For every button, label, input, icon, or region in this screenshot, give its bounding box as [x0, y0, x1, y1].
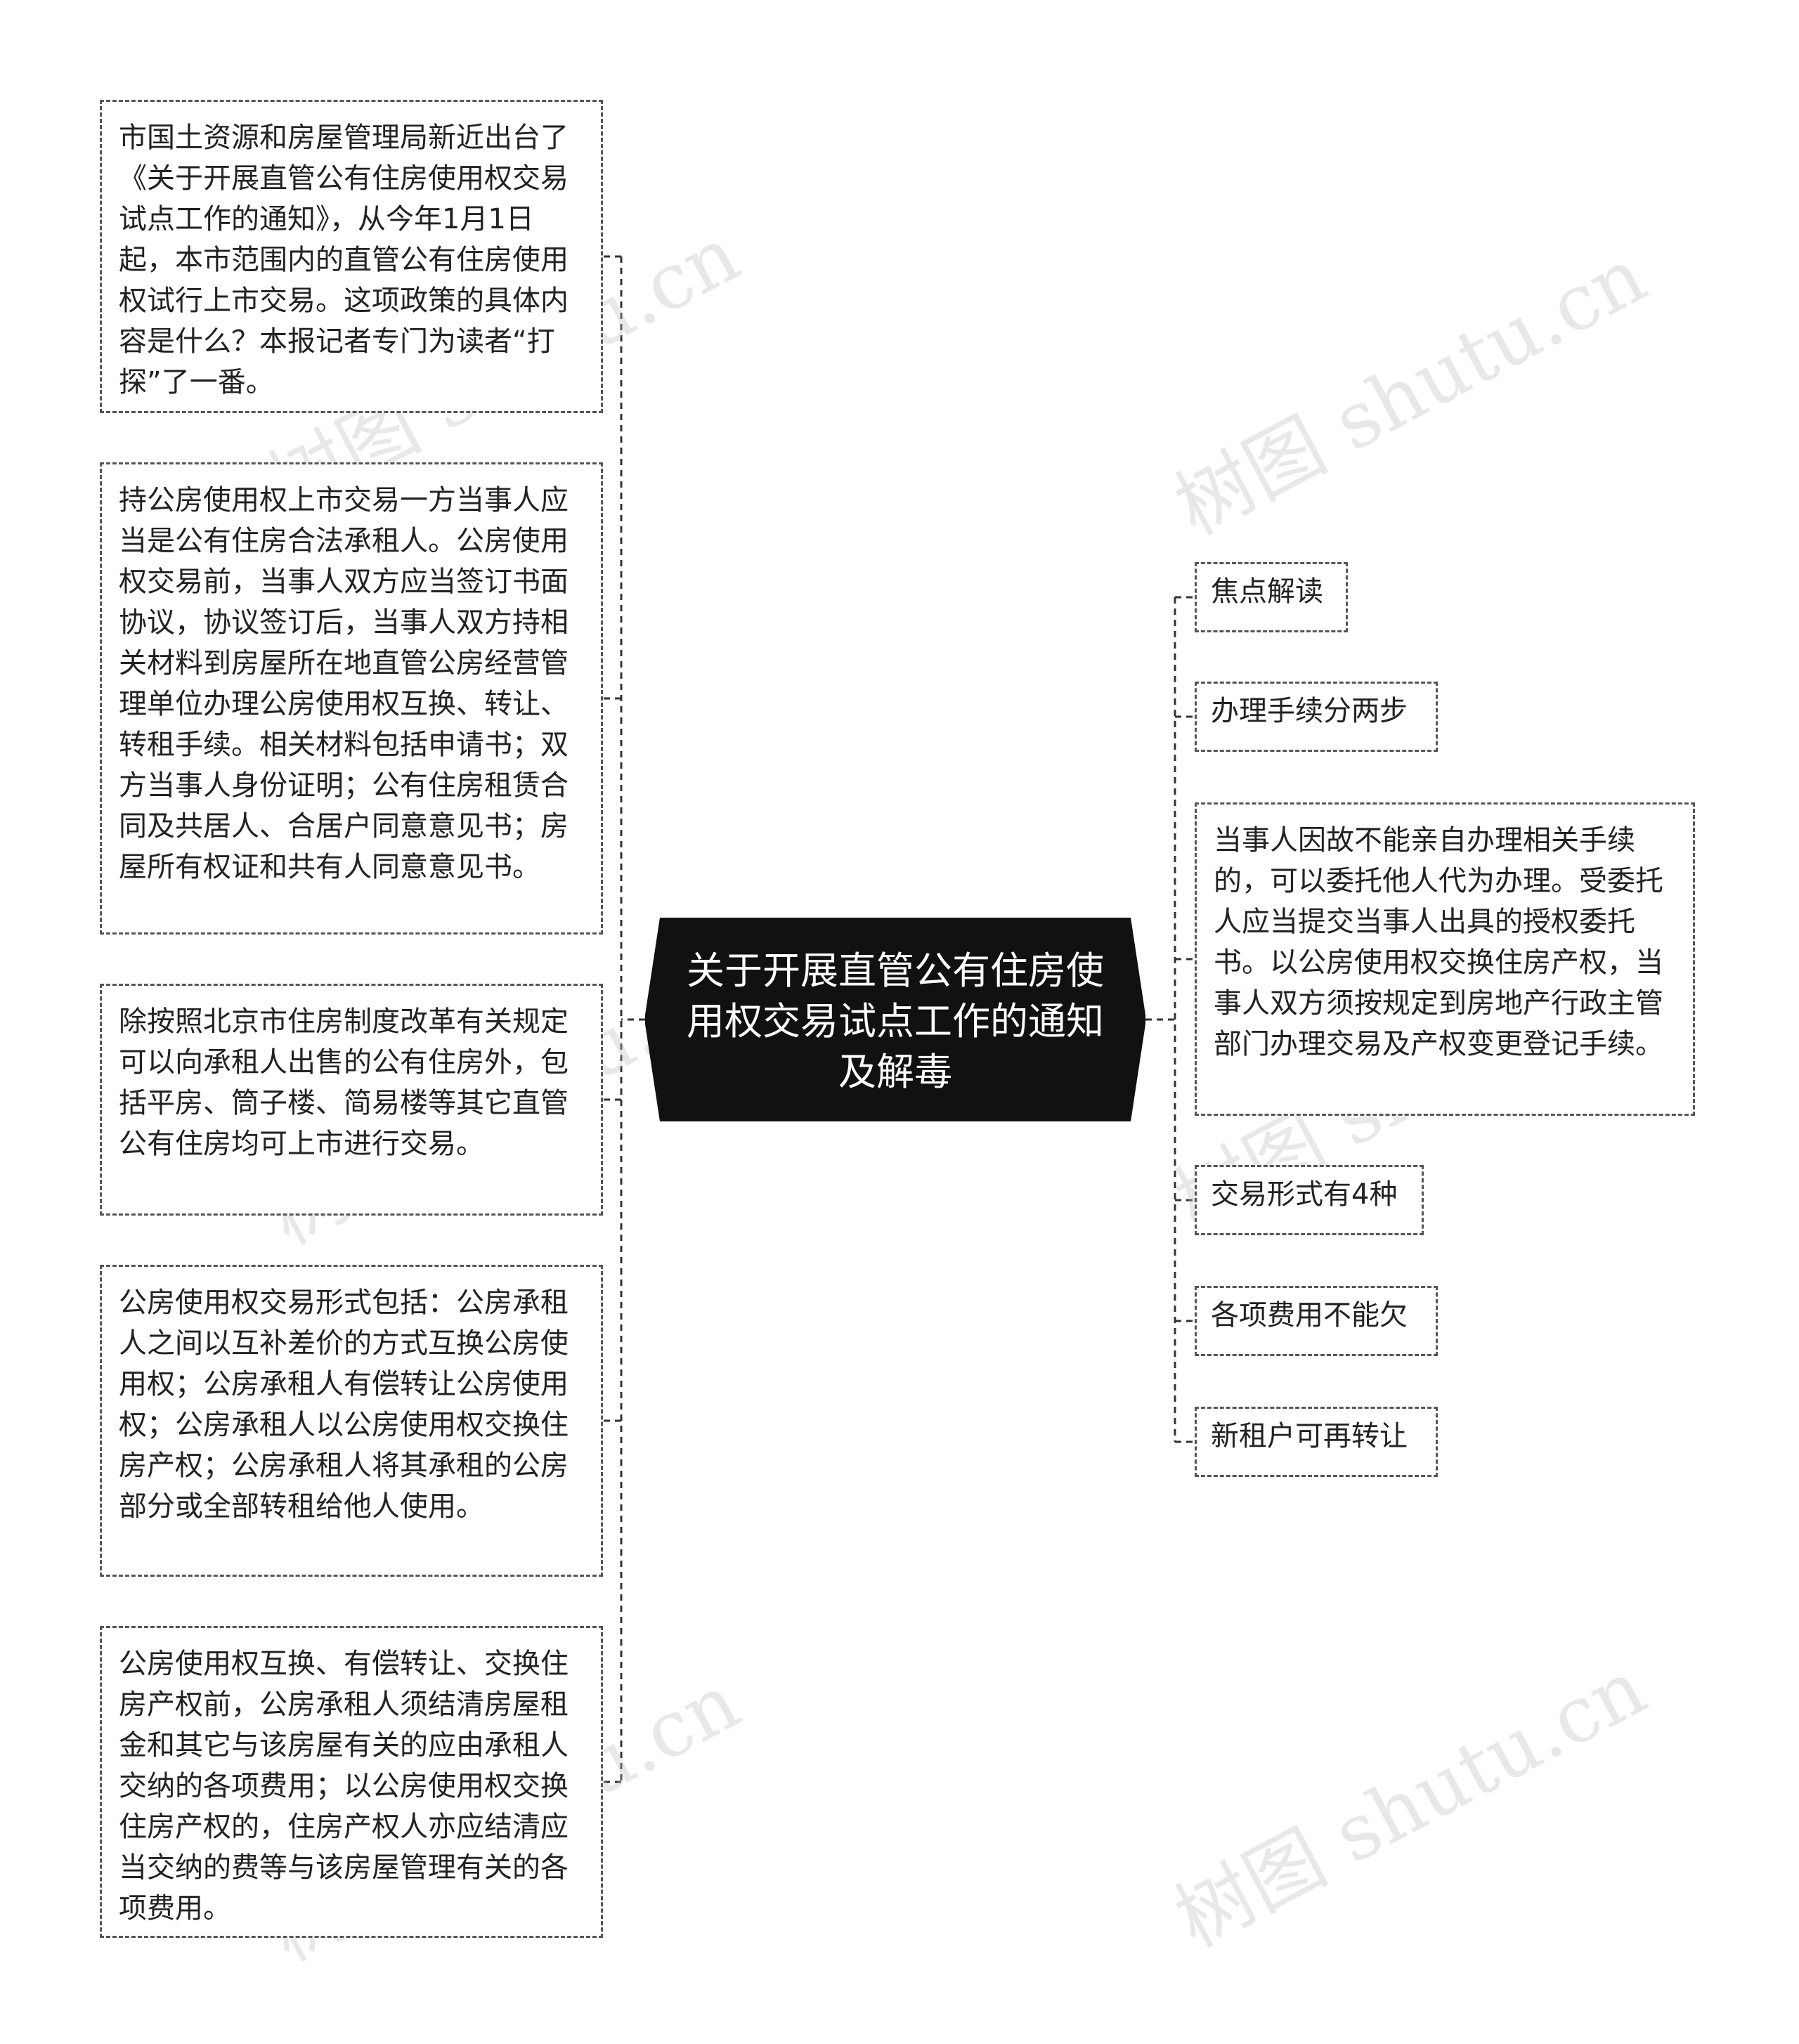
right-node-two-steps[interactable]: 办理手续分两步	[1195, 682, 1438, 752]
central-topic-shape	[645, 918, 1145, 1121]
right-node-four-forms[interactable]: 交易形式有4种	[1195, 1165, 1424, 1235]
right-node-resale[interactable]: 新租户可再转让	[1195, 1407, 1438, 1477]
right-node-proxy[interactable]: 当事人因故不能亲自办理相关手续的，可以委托他人代为办理。受委托人应当提交当事人出…	[1195, 802, 1695, 1116]
left-node-eligible-housing[interactable]: 除按照北京市住房制度改革有关规定可以向承租人出售的公有住房外，包括平房、筒子楼、…	[100, 984, 603, 1216]
right-node-no-arrears[interactable]: 各项费用不能欠	[1195, 1286, 1438, 1356]
left-node-fees[interactable]: 公房使用权互换、有偿转让、交换住房产权前，公房承租人须结清房屋租金和其它与该房屋…	[100, 1626, 603, 1938]
left-node-procedure[interactable]: 持公房使用权上市交易一方当事人应当是公有住房合法承租人。公房使用权交易前，当事人…	[100, 462, 603, 935]
left-node-transaction-forms[interactable]: 公房使用权交易形式包括：公房承租人之间以互补差价的方式互换公房使用权；公房承租人…	[100, 1265, 603, 1577]
right-node-focus[interactable]: 焦点解读	[1195, 562, 1348, 632]
central-topic-node[interactable]: 关于开展直管公有住房使用权交易试点工作的通知及解毒	[645, 918, 1145, 1121]
central-topic-title: 关于开展直管公有住房使用权交易试点工作的通知及解毒	[687, 949, 1104, 1094]
left-node-intro[interactable]: 市国土资源和房屋管理局新近出台了《关于开展直管公有住房使用权交易试点工作的通知》…	[100, 100, 603, 413]
